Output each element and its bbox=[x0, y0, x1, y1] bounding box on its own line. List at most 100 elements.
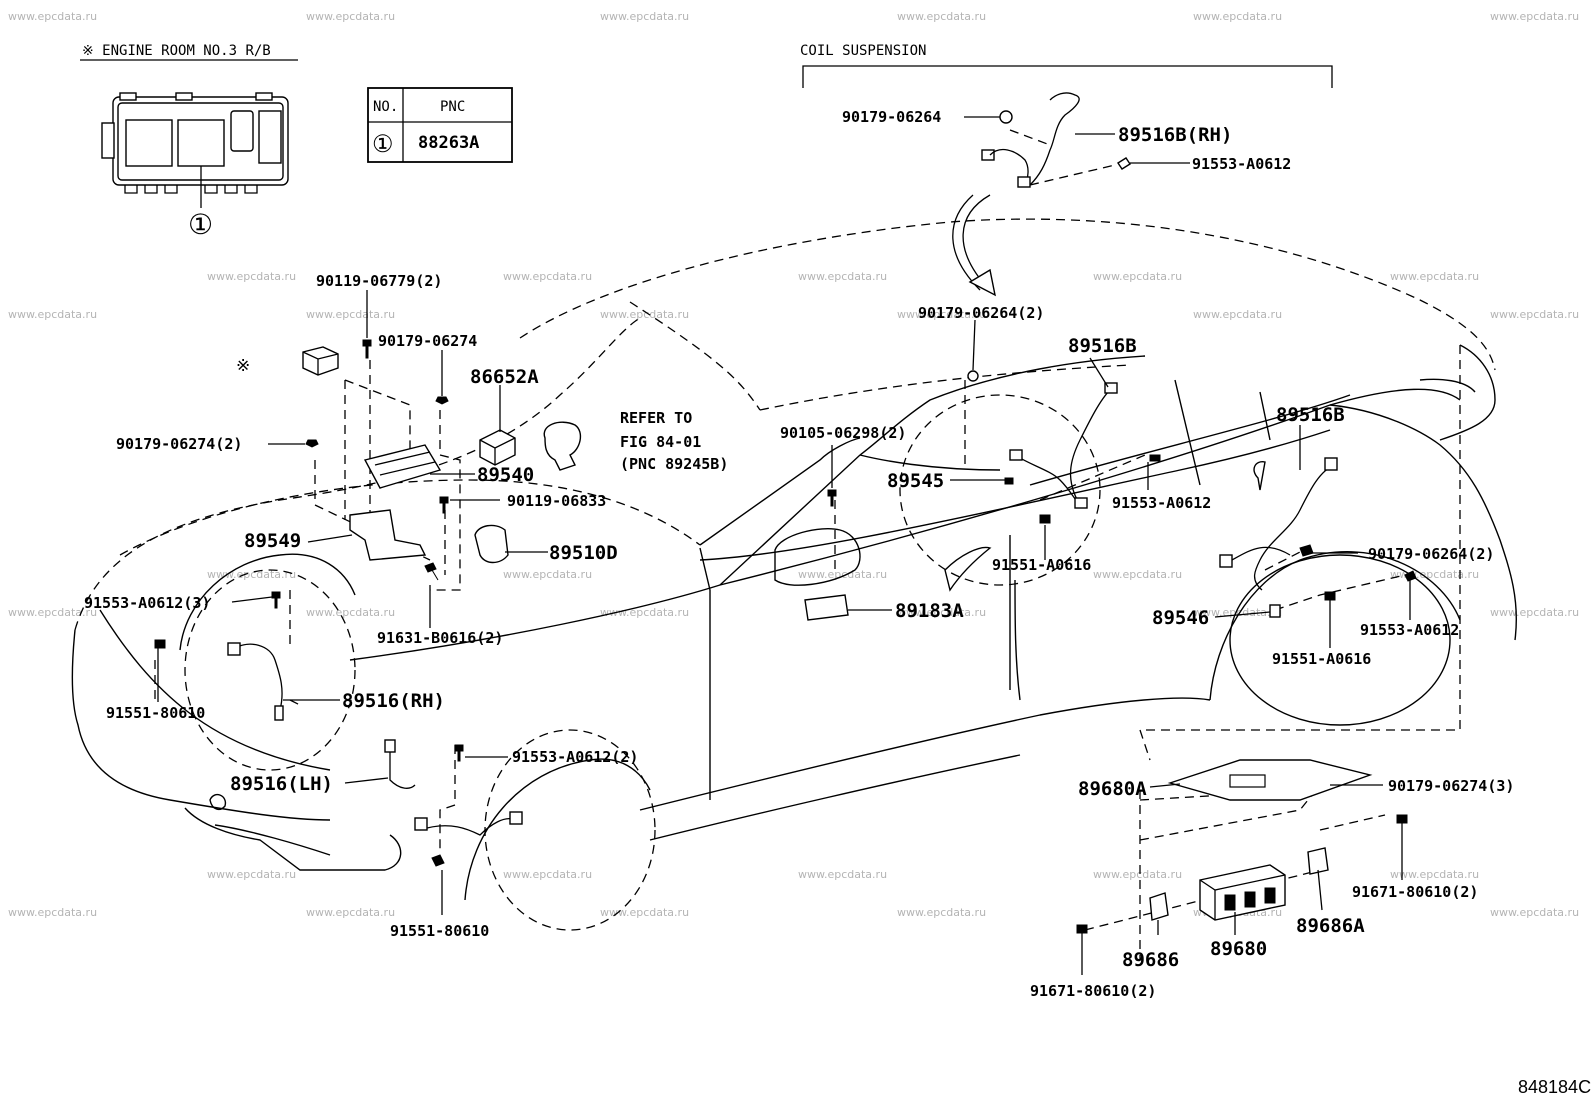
part-label[interactable]: 91553-A0612(3) bbox=[84, 594, 210, 612]
part-label[interactable]: 89510D bbox=[549, 542, 618, 564]
bolt-icon bbox=[1039, 514, 1051, 524]
part-label[interactable]: 91671-80610(2) bbox=[1030, 982, 1156, 1000]
part-label[interactable]: 89516B(RH) bbox=[1118, 124, 1232, 146]
front-speed-sensor-lh bbox=[389, 750, 416, 789]
part-label[interactable]: 90119-06779(2) bbox=[316, 272, 442, 290]
part-label[interactable]: 89516(RH) bbox=[342, 690, 445, 712]
relay-block-drawing bbox=[101, 92, 289, 208]
watermark-text: www.epcdata.ru bbox=[1193, 10, 1282, 23]
table-header-no: NO. bbox=[373, 99, 398, 115]
part-label[interactable]: 90179-06274 bbox=[378, 332, 477, 350]
part-label[interactable]: 91631-B0616(2) bbox=[377, 629, 503, 647]
part-label[interactable]: 91551-80610 bbox=[390, 922, 489, 940]
part-label[interactable]: 89545 bbox=[887, 470, 944, 492]
side-mirror bbox=[774, 528, 861, 586]
watermark-text: www.epcdata.ru bbox=[600, 906, 689, 919]
watermark-text: www.epcdata.ru bbox=[798, 270, 887, 283]
bolt-icon bbox=[431, 854, 445, 867]
rear-quarter bbox=[1329, 404, 1518, 641]
watermark-text: www.epcdata.ru bbox=[897, 606, 986, 619]
part-label[interactable]: 86652A bbox=[470, 366, 539, 388]
leader-dash-lines bbox=[154, 129, 1461, 960]
part-label[interactable]: 90179-06274(3) bbox=[1388, 777, 1514, 795]
watermark-text: www.epcdata.ru bbox=[1093, 568, 1182, 581]
rear-wheel-arch bbox=[1209, 551, 1461, 701]
part-label[interactable]: 90119-06833 bbox=[507, 492, 606, 510]
part-label[interactable]: 91553-A0612(2) bbox=[512, 748, 638, 766]
bolt-icon bbox=[1324, 591, 1336, 601]
part-label[interactable]: 91671-80610(2) bbox=[1352, 883, 1478, 901]
bracket-89686 bbox=[1149, 892, 1169, 921]
bolt-icon bbox=[454, 744, 464, 762]
part-label[interactable]: 91551-A0616 bbox=[992, 556, 1091, 574]
part-label[interactable]: 89686 bbox=[1122, 949, 1179, 971]
part-label[interactable]: 90179-06264 bbox=[842, 108, 941, 126]
part-number-labels: 90179-06264 89516B(RH) 91553-A0612 ※ 901… bbox=[84, 108, 1591, 1097]
watermark-text: www.epcdata.ru bbox=[503, 270, 592, 283]
ecu-89540 bbox=[363, 444, 442, 489]
sensor-89510d bbox=[474, 524, 509, 564]
part-label[interactable]: 90179-06274(2) bbox=[116, 435, 242, 453]
front-left-wheel bbox=[184, 569, 356, 771]
bolt-icon bbox=[439, 496, 449, 514]
asterisk-marker: ※ bbox=[236, 356, 250, 375]
curved-arrow bbox=[962, 194, 991, 286]
part-label[interactable]: 89516(LH) bbox=[230, 773, 333, 795]
nut-icon bbox=[967, 370, 979, 382]
nut-icon bbox=[999, 110, 1013, 124]
watermark-layer: www.epcdata.ru www.epcdata.ru www.epcdat… bbox=[8, 10, 1579, 919]
bolt-icon bbox=[1004, 477, 1014, 485]
arrow-head-icon bbox=[968, 268, 996, 297]
refer-note-line: FIG 84-01 bbox=[620, 433, 701, 451]
part-label[interactable]: 91551-80610 bbox=[106, 704, 205, 722]
watermark-text: www.epcdata.ru bbox=[600, 308, 689, 321]
watermark-text: www.epcdata.ru bbox=[207, 568, 296, 581]
watermark-text: www.epcdata.ru bbox=[897, 308, 986, 321]
watermark-text: www.epcdata.ru bbox=[1490, 10, 1579, 23]
watermark-text: www.epcdata.ru bbox=[1193, 308, 1282, 321]
part-label[interactable]: 89516B bbox=[1068, 335, 1137, 357]
part-label[interactable]: 90179-06264(2) bbox=[918, 304, 1044, 322]
part-label[interactable]: 91553-A0612 bbox=[1192, 155, 1291, 173]
part-label[interactable]: 89549 bbox=[244, 530, 301, 552]
part-label[interactable]: 89546 bbox=[1152, 607, 1209, 629]
part-label[interactable]: 91553-A0612 bbox=[1112, 494, 1211, 512]
watermark-text: www.epcdata.ru bbox=[8, 308, 97, 321]
bolt-icon bbox=[1117, 157, 1131, 170]
watermark-text: www.epcdata.ru bbox=[798, 568, 887, 581]
bolt-icon bbox=[1404, 570, 1417, 582]
part-label[interactable]: 90179-06264(2) bbox=[1368, 545, 1494, 563]
part-shapes bbox=[154, 92, 1417, 934]
part-label[interactable]: 89183A bbox=[895, 600, 964, 622]
ecu-89680 bbox=[1199, 864, 1286, 921]
watermark-text: www.epcdata.ru bbox=[600, 606, 689, 619]
refer-note-line: REFER TO bbox=[620, 409, 692, 427]
engine-room-heading: ※ ENGINE ROOM NO.3 R/B bbox=[82, 43, 271, 59]
watermark-text: www.epcdata.ru bbox=[897, 906, 986, 919]
part-label[interactable]: 91551-A0616 bbox=[1272, 650, 1371, 668]
watermark-text: www.epcdata.ru bbox=[1390, 270, 1479, 283]
watermark-text: www.epcdata.ru bbox=[207, 868, 296, 881]
front-bumper-outline bbox=[71, 629, 331, 821]
coil-suspension-group: COIL SUSPENSION bbox=[800, 43, 1333, 88]
buzzer-86652a bbox=[479, 429, 516, 466]
part-label[interactable]: 91553-A0612 bbox=[1360, 621, 1459, 639]
part-label[interactable]: 90105-06298(2) bbox=[780, 424, 906, 442]
watermark-text: www.epcdata.ru bbox=[897, 10, 986, 23]
part-label[interactable]: 89686A bbox=[1296, 915, 1365, 937]
watermark-text: www.epcdata.ru bbox=[503, 568, 592, 581]
sensor-89183a bbox=[804, 594, 849, 621]
part-label[interactable]: 89680 bbox=[1210, 938, 1267, 960]
part-label[interactable]: 89516B bbox=[1276, 404, 1345, 426]
watermark-text: www.epcdata.ru bbox=[1193, 606, 1282, 619]
part-label[interactable]: 89540 bbox=[477, 464, 534, 486]
nut-icon bbox=[435, 396, 449, 405]
watermark-text: www.epcdata.ru bbox=[8, 10, 97, 23]
height-sensor-cable bbox=[1029, 92, 1080, 186]
part-label[interactable]: 89680A bbox=[1078, 778, 1147, 800]
bolt-icon bbox=[271, 591, 281, 609]
bolt-icon bbox=[1396, 814, 1408, 824]
front-wheel-arch bbox=[464, 758, 651, 901]
pnc-table: NO. PNC ① 88263A bbox=[367, 87, 513, 163]
